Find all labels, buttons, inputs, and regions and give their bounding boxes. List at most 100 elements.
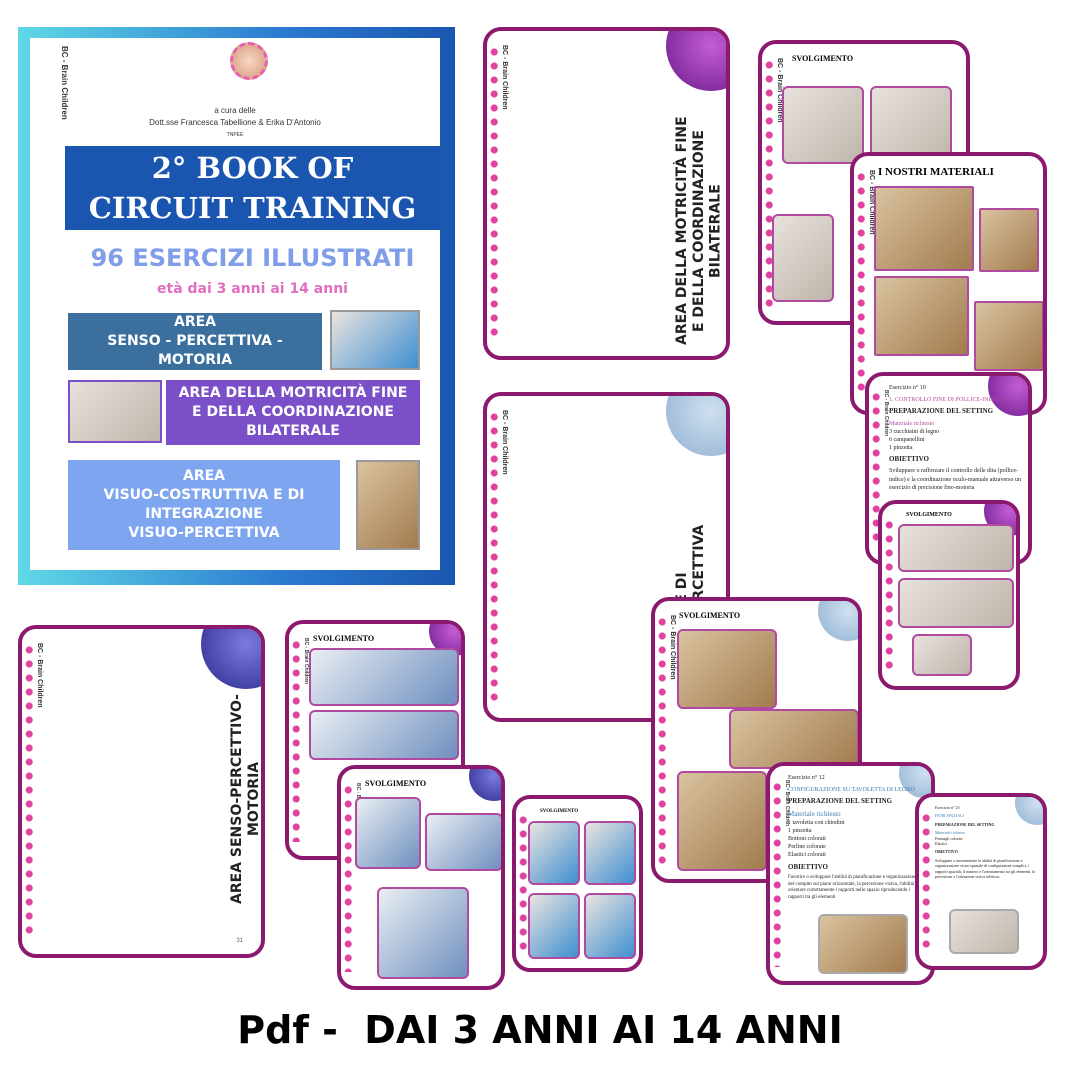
spiral-binding — [487, 45, 503, 342]
spiral-binding — [655, 615, 671, 865]
exercise-number: Esercizio n° 10 — [889, 385, 926, 391]
cover-page: BC - Brain Children a cura delle Dott.ss… — [30, 38, 440, 570]
spiral-binding — [882, 518, 898, 672]
photo — [584, 893, 636, 959]
material-item: 3 cucchiaini di legno — [889, 428, 940, 435]
setting-heading: PREPARAZIONE DEL SETTING — [788, 797, 893, 806]
spine-label: BC - Brain Children — [501, 45, 508, 110]
section-title: AREA SENSO-PERCETTIVO-MOTORIA — [229, 694, 262, 904]
material-item: 1 pinzetta — [788, 828, 812, 835]
photo — [874, 186, 974, 271]
spine-label: BC - Brain Children — [669, 615, 676, 680]
spiral-binding — [22, 643, 38, 940]
material-item: Elastici colorati — [788, 852, 826, 859]
logo — [230, 42, 268, 80]
page-svolgimento: SVOLGIMENTO — [512, 795, 643, 972]
spine-label: BC - Brain Children — [501, 410, 508, 475]
material-item: Perline colorate — [788, 844, 826, 851]
section-heading: SVOLGIMENTO — [792, 54, 854, 63]
spine-label: BC - Brain Children — [776, 58, 783, 123]
page-senso: BC - Brain Children AREA SENSO-PERCETTIV… — [18, 625, 265, 958]
photo — [584, 821, 636, 885]
material-item: 6 campanellini — [889, 436, 925, 443]
spiral-binding — [770, 780, 786, 967]
photo — [425, 813, 501, 871]
spine-label: BC - Brain Children — [303, 638, 309, 685]
page-materials: BC - Brain Children I NOSTRI MATERIALI — [850, 152, 1047, 415]
materials-heading: Materiale richiesto — [788, 809, 841, 818]
photo — [356, 460, 420, 550]
photo — [309, 710, 459, 760]
photo — [772, 214, 834, 302]
book-cover: BC - Brain Children a cura delle Dott.ss… — [18, 27, 455, 585]
spiral-binding — [341, 783, 357, 972]
material-item: Elastici — [935, 840, 947, 846]
materials-heading: Materiale richiesto — [935, 830, 966, 836]
role: TNPEE — [226, 132, 244, 138]
objective-heading: OBIETTIVO — [935, 849, 958, 855]
page-fine-motor: BC - Brain Children AREA DELLA MOTRICITÀ… — [483, 27, 730, 360]
section-heading: I NOSTRI MATERIALI — [878, 166, 994, 178]
page-svolgimento: BC - Brain Children SVOLGIMENTO — [651, 597, 862, 883]
footer-caption: Pdf - DAI 3 ANNI AI 14 ANNI — [237, 1008, 843, 1052]
material-item: Bottoni colorati — [788, 836, 826, 843]
section-heading: SVOLGIMENTO — [540, 809, 579, 814]
photo — [782, 86, 864, 164]
material-item: 1 pinzetta — [889, 444, 913, 451]
exercise-title: FIORI SPAZIALI — [935, 813, 964, 819]
photo — [898, 524, 1014, 572]
page-svolgimento: BC - Brain Children SVOLGIMENTO — [337, 765, 505, 990]
page-svolgimento: SVOLGIMENTO — [878, 500, 1020, 690]
exercise-text: Esercizio n° 12 CONFIGURAZIONE SU TAVOLE… — [788, 774, 921, 902]
photo — [729, 709, 858, 769]
objective-text: Favorire o sviluppare l'abilità di piani… — [788, 874, 920, 901]
objective-text: Sviluppare o rafforzare il controllo del… — [889, 468, 1021, 491]
objective-text: Sviluppare o incrementare le abilità di … — [935, 857, 1036, 879]
photo — [818, 914, 908, 974]
exercise-text: Esercizio n° 23 FIORI SPAZIALI PREPARAZI… — [935, 805, 1037, 879]
title-line1: 2° BOOK OF — [151, 151, 354, 185]
section-heading: SVOLGIMENTO — [679, 611, 741, 620]
spiral-binding — [32, 52, 58, 556]
exercise-number: Esercizio n° 23 — [935, 805, 960, 810]
photo — [309, 648, 459, 706]
spiral-binding — [289, 638, 305, 842]
page-number: 31 — [236, 938, 243, 944]
spiral-binding — [854, 170, 870, 397]
objective-heading: OBIETTIVO — [889, 455, 929, 463]
exercise-number: Esercizio n° 12 — [788, 775, 825, 781]
photo — [528, 821, 580, 885]
material-item: Fermagli colorati — [935, 835, 963, 841]
curated-by: a cura delle — [214, 106, 256, 115]
photo — [979, 208, 1039, 272]
area-2-label: AREA DELLA MOTRICITÀ FINE E DELLA COORDI… — [166, 380, 420, 445]
glitter-corner — [469, 769, 501, 801]
spine-label: BC - Brain Children — [784, 780, 790, 827]
glitter-corner — [201, 629, 261, 689]
spiral-binding — [487, 410, 503, 704]
ages: età dai 3 anni ai 14 anni — [157, 281, 348, 297]
authors: Dott.sse Francesca Tabellione & Erika D'… — [149, 118, 321, 127]
setting-heading: PREPARAZIONE DEL SETTING — [889, 407, 994, 416]
section-title: AREA DELLA MOTRICITÀ FINE E DELLA COORDI… — [674, 116, 724, 346]
exercise-title: 1. CONTROLLO FINE DI POLLICE-INDICE — [889, 397, 1003, 404]
photo — [949, 909, 1019, 954]
glitter-corner — [666, 396, 726, 456]
exercise-title: CONFIGURAZIONE SU TAVOLETTA DI LEGNO — [788, 787, 915, 794]
glitter-corner — [666, 31, 726, 91]
glitter-corner — [818, 601, 858, 641]
section-heading: SVOLGIMENTO — [906, 512, 952, 518]
photo — [68, 380, 162, 443]
spiral-binding — [919, 811, 935, 952]
spine-label: BC - Brain Children — [60, 46, 69, 120]
photo — [677, 771, 767, 871]
area-3-label: AREA VISUO-COSTRUTTIVA E DI INTEGRAZIONE… — [68, 460, 340, 550]
photo — [677, 629, 777, 709]
page-exercise-23: Esercizio n° 23 FIORI SPAZIALI PREPARAZI… — [915, 793, 1047, 970]
objective-heading: OBIETTIVO — [788, 862, 828, 871]
spine-label: BC - Brain Children — [868, 170, 875, 235]
photo — [330, 310, 420, 370]
title-line2: CIRCUIT TRAINING — [88, 191, 417, 225]
materials-heading: Materiale richiesto — [889, 420, 935, 427]
title-box: 2° BOOK OF CIRCUIT TRAINING — [65, 146, 440, 230]
